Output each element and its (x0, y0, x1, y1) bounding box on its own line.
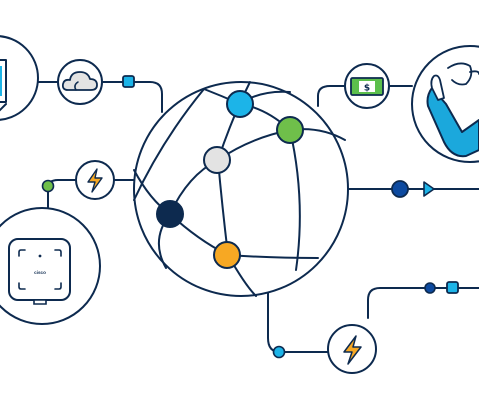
green-dot-marker (41, 179, 55, 193)
line-bolt-bottom-to-right (367, 287, 479, 319)
line-globe-to-money (317, 85, 346, 107)
bolt-node-bottom (327, 324, 377, 374)
cyan-square-marker-top (122, 75, 135, 88)
lightning-bolt-icon (343, 335, 362, 365)
dollar-bill-icon: $ (350, 77, 384, 96)
device-logo-text: cisco (34, 270, 46, 275)
navy-dot-marker-small (424, 282, 436, 294)
bolt-node-left (75, 160, 115, 200)
device-node: cisco (0, 207, 101, 325)
globe-node-grey (203, 146, 231, 174)
globe (133, 81, 349, 297)
money-symbol: $ (364, 84, 370, 94)
navy-dot-marker (391, 180, 409, 198)
globe-node-navy (156, 200, 184, 228)
laptop-icon (0, 59, 7, 112)
laptop-node (0, 35, 39, 121)
cyan-dot-marker-bottom (272, 345, 286, 359)
cloud-icon (61, 71, 98, 91)
line-globe-to-bolt-bottom (267, 291, 329, 353)
cyan-square-marker-bottom (446, 281, 459, 294)
person-waving-icon (426, 62, 479, 158)
cyan-arrow-marker (423, 181, 435, 197)
lightning-bolt-icon (87, 168, 103, 193)
access-point-device-icon: cisco (8, 238, 71, 305)
globe-node-green (276, 116, 304, 144)
globe-node-orange (213, 241, 241, 269)
globe-node-cyan (226, 90, 254, 118)
line-cloud-to-globe (101, 81, 163, 113)
person-node (411, 45, 479, 163)
cloud-node (57, 59, 103, 105)
money-node: $ (344, 63, 390, 109)
